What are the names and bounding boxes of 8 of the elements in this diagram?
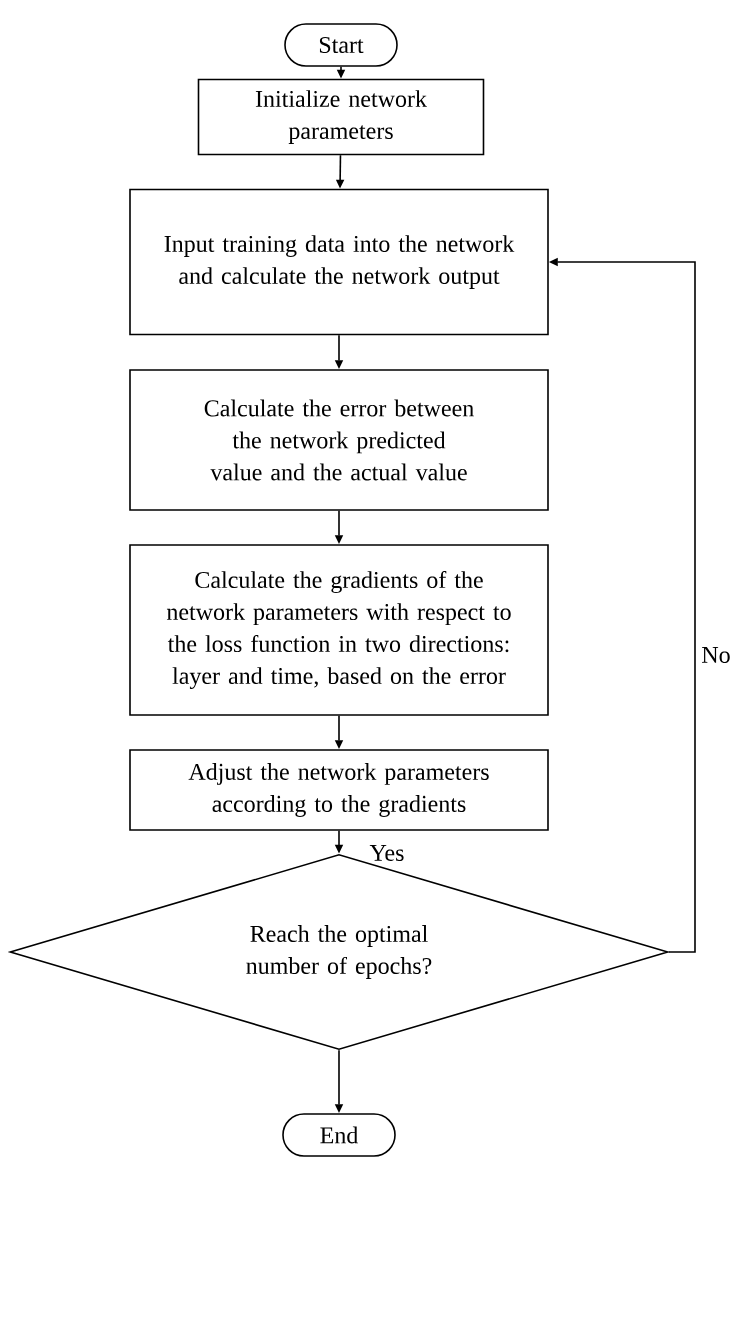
process-box: Input training data into the network and calculate the network output [129, 188, 549, 336]
process-box: Calculate the error between the network predicted value and the actual value [129, 369, 549, 511]
process-box: Initialize network parameters [197, 78, 485, 156]
terminal-pill: End [282, 1113, 396, 1157]
process-box: Adjust the network parameters according to the gradients [129, 749, 549, 831]
edge-label: No [700, 646, 732, 664]
process-box: Calculate the gradients of the network parameters with respect to the loss function in two directions: layer and time, based on the error [129, 544, 549, 716]
terminal-pill: Start [284, 23, 398, 67]
